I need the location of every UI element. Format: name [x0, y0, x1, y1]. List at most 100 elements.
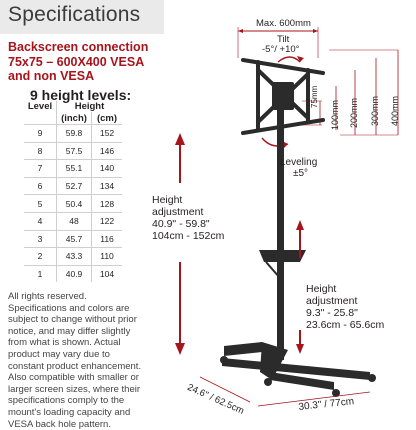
dim-400-label: 400mm: [390, 95, 400, 126]
level-cell: 4: [24, 211, 57, 231]
col-inch-header: (inch): [56, 112, 92, 125]
height-adjust-label-1: Height: [152, 194, 183, 206]
spec-header: Specifications: [0, 0, 164, 34]
max-width-arrow-right: [313, 29, 318, 33]
level-cell: 7: [24, 159, 57, 178]
tilt-value: -5°/ +10°: [262, 44, 300, 55]
dim-200-label: 200mm: [349, 97, 359, 128]
height-adjust-inch: 40.9" - 59.8": [152, 218, 210, 230]
depth-dim-line: [199, 376, 251, 403]
base-main-bar: [222, 358, 370, 380]
level-cell: 9: [24, 124, 57, 143]
col-cm-header: (cm): [91, 112, 122, 125]
note-line: Also compatible with smaller or: [8, 372, 139, 384]
height-inch-cell: 40.9: [56, 264, 92, 283]
caster-front: [332, 389, 340, 397]
shelf-arrow-top: [296, 220, 304, 230]
shelf-adjust-label-1: Height: [306, 283, 337, 295]
dim-300-label: 300mm: [370, 95, 380, 126]
note-line: larger screen sizes, where their: [8, 383, 140, 395]
height-cm-cell: 146: [91, 141, 122, 160]
max-width-arrow-left: [238, 29, 243, 33]
vesa-center-plate: [272, 82, 294, 110]
level-cell: 3: [24, 229, 57, 248]
height-cm-cell: 104: [91, 264, 122, 283]
height-inch-cell: 57.5: [56, 141, 92, 160]
shelf-arrow-bottom: [296, 344, 304, 354]
base-left-foot: [224, 342, 262, 356]
tilt-arc: [277, 56, 301, 63]
note-line: subject to change without prior: [8, 314, 137, 326]
tilt-label: Tilt: [277, 34, 290, 45]
height-cm-cell: 110: [91, 247, 122, 266]
height-inch-cell: 45.7: [56, 229, 92, 248]
base-joint: [260, 342, 288, 380]
base-front-foot: [270, 372, 334, 390]
height-inch-cell: 48: [56, 211, 92, 231]
col-level-header: Level: [27, 101, 53, 112]
dim-100-label: 100mm: [330, 99, 340, 130]
level-cell: 6: [24, 176, 57, 195]
table-header-row: Level Height: [24, 101, 122, 112]
height-adjust-cm: 104cm - 152cm: [152, 230, 225, 242]
caster-left: [220, 356, 228, 364]
height-inch-cell: 55.1: [56, 159, 92, 178]
height-cm-cell: 128: [91, 194, 122, 213]
tilt-arrow: [297, 56, 304, 62]
height-adjust-label-2: adjustment: [152, 206, 204, 218]
level-cell: 2: [24, 247, 57, 266]
height-cm-cell: 122: [91, 211, 122, 231]
height-inch-cell: 52.7: [56, 176, 92, 195]
backscreen-line-2: 75x75 – 600X400 VESA: [8, 54, 145, 69]
note-line: Specifications and colors are: [8, 302, 130, 314]
shelf-brace: [265, 261, 281, 279]
backscreen-info: Backscreen connection 75x75 – 600X400 VE…: [8, 40, 168, 84]
height-levels-title: 9 height levels:: [30, 87, 132, 103]
note-line: All rights reserved.: [8, 291, 87, 302]
col-height-header: Height: [56, 101, 122, 112]
stand-column: [277, 108, 284, 360]
height-cm-cell: 140: [91, 159, 122, 178]
height-cm-cell: 152: [91, 124, 122, 143]
shelf-adjust-text: Height adjustment 9.3" - 25.8" 23.6cm - …: [306, 283, 384, 331]
note-line: specifications comply to the: [8, 395, 125, 407]
note-line: constant product enhancement.: [8, 360, 142, 372]
dim-75-label: 75mm: [310, 85, 319, 108]
height-arrow-bottom: [175, 343, 185, 355]
note-line: notice, and may differ slightly: [8, 325, 131, 337]
note-line: from what is shown. Actual: [8, 337, 121, 349]
stand-shelf: [259, 250, 306, 262]
height-inch-cell: 43.3: [56, 247, 92, 266]
height-cm-cell: 134: [91, 176, 122, 195]
level-cell: 8: [24, 141, 57, 160]
note-line: mount's loading capacity and: [8, 406, 131, 418]
shelf-adjust-label-2: adjustment: [306, 295, 358, 307]
leveling-value: ±5°: [293, 168, 309, 179]
level-cell: 5: [24, 194, 57, 213]
height-adjust-text: Height adjustment 40.9" - 59.8" 104cm - …: [152, 194, 224, 242]
table-subheader-row: (inch) (cm): [24, 112, 122, 125]
note-line: product may vary due to: [8, 348, 110, 360]
height-cm-cell: 116: [91, 229, 122, 248]
backscreen-line-1: Backscreen connection: [8, 40, 149, 54]
caster-right: [368, 374, 376, 382]
leveling-label: Leveling: [280, 157, 318, 168]
caster-front-left: [264, 378, 272, 386]
max-width-label: Max. 600mm: [256, 18, 311, 29]
shelf-adjust-inch: 9.3" - 25.8": [306, 307, 358, 319]
shelf-adjust-cm: 23.6cm - 65.6cm: [306, 319, 385, 331]
level-cell: 1: [24, 264, 57, 283]
height-inch-cell: 50.4: [56, 194, 92, 213]
width-dim-line: [257, 391, 371, 407]
